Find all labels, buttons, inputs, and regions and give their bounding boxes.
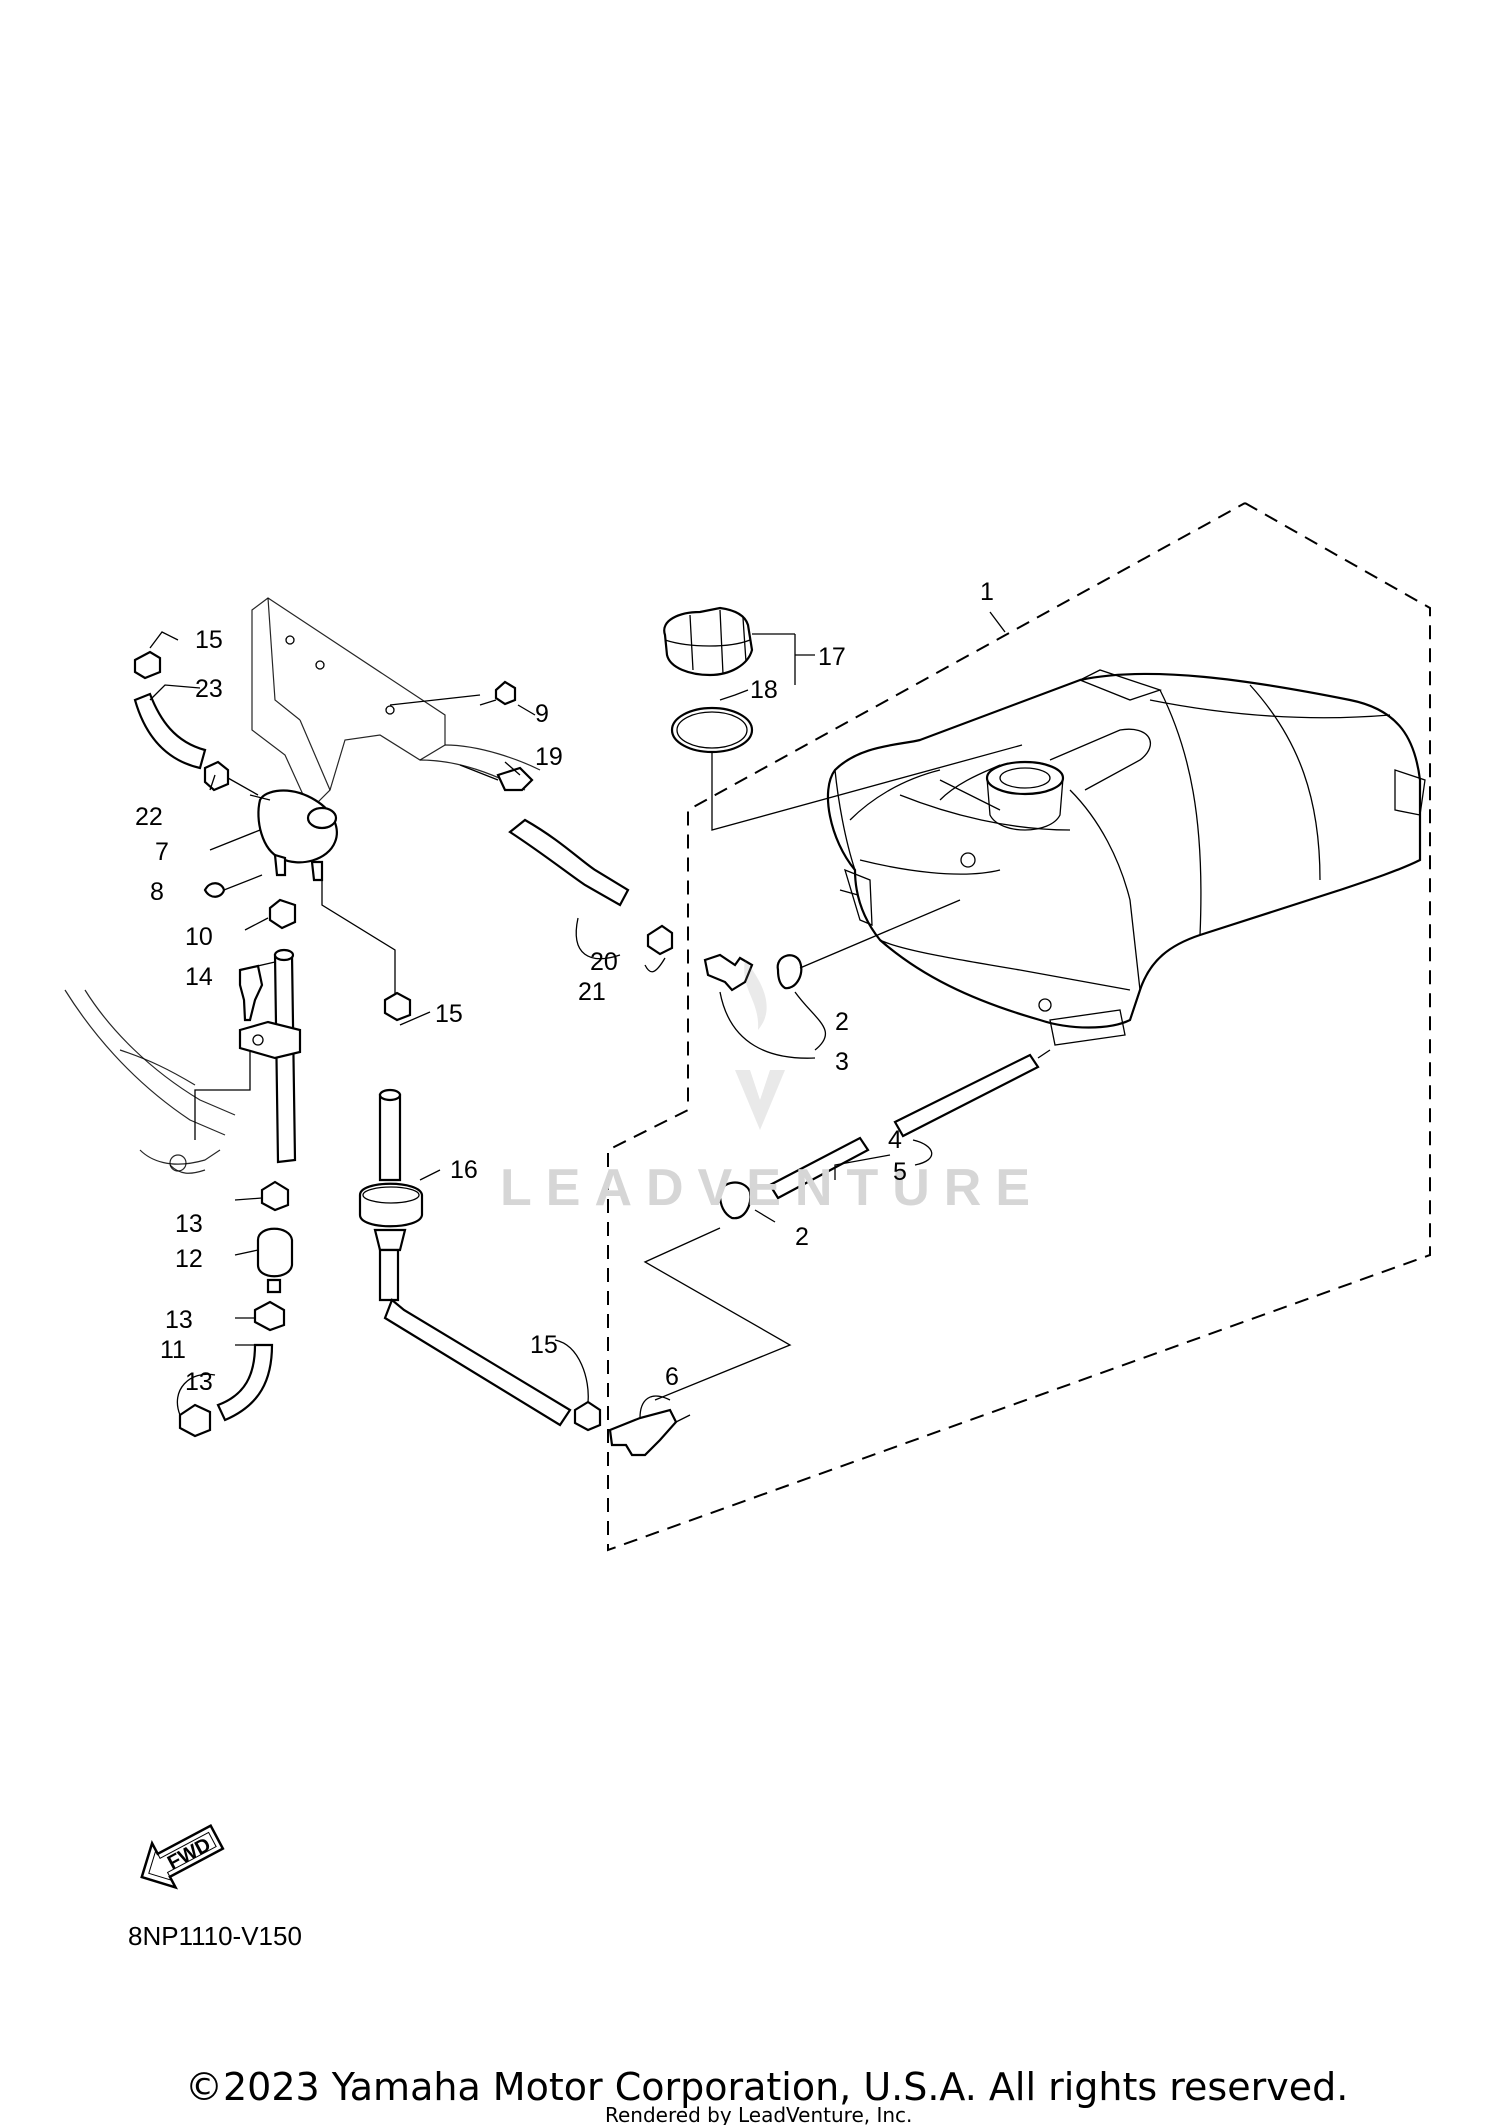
callout-12: 12 [175,1245,203,1273]
callouts: 1 17 18 15 23 9 19 22 7 8 10 14 20 21 2 … [135,578,994,1396]
frame-lower [64,989,236,1174]
callout-4: 4 [888,1126,902,1154]
callout-8: 8 [150,878,164,906]
clamp-22 [203,760,230,792]
pipe-5 [768,1136,870,1200]
fuel-tank [826,669,1426,1046]
hose-cap-15-low [573,1400,602,1432]
callout-15: 15 [530,1331,558,1359]
callout-13: 13 [165,1306,193,1334]
fwd-arrow-icon: FWD [140,1823,225,1890]
callout-20: 20 [590,948,618,976]
callout-9: 9 [535,700,549,728]
callout-11: 11 [160,1336,186,1364]
leader-lines [149,611,1006,1419]
fuel-cap [663,606,754,677]
callout-16: 16 [450,1156,478,1184]
callout-15: 15 [435,1000,463,1028]
hose-23 [133,692,207,770]
callout-1: 1 [980,578,994,606]
clamp-10 [268,898,297,930]
hose-cap-top [133,650,162,680]
callout-15: 15 [195,626,223,654]
callout-10: 10 [185,923,213,951]
clip-19 [496,766,534,792]
hose-11 [216,1343,274,1422]
vent-hose-20 [508,818,630,907]
hose-to-6 [383,1298,572,1427]
clamp-13-end [178,1403,212,1438]
callout-3: 3 [835,1048,849,1076]
nut-9 [494,680,517,706]
hose-16-upper [378,1093,402,1182]
clamp-bracket [238,1020,302,1060]
watermark-logo [735,960,785,1130]
fuel-filter-16 [358,1182,424,1252]
callout-14: 14 [185,963,213,991]
callout-2: 2 [835,1008,849,1036]
watermark: LEADVENTURE [500,1159,1044,1217]
clamp-13-upper [260,1180,290,1212]
fuel-filter-7 [249,789,338,882]
hose-16-lower [378,1248,400,1302]
hose-cap-15-mid [383,991,412,1022]
hose-14 [273,953,297,1164]
callout-6: 6 [665,1363,679,1391]
callout-13: 13 [185,1368,213,1396]
pipe-4 [893,1053,1040,1138]
clamp-13-lower [253,1300,286,1332]
callout-17: 17 [818,643,846,671]
o-ring [670,706,754,754]
bolt-bracket [238,964,264,1022]
rendered-by-notice: Rendered by LeadVenture, Inc. [605,2103,912,2125]
callout-22: 22 [135,803,163,831]
bolt-8 [203,882,226,898]
grommet-2-upper [776,954,803,990]
clamp-21 [646,924,674,956]
callout-19: 19 [535,743,563,771]
callout-23: 23 [195,675,223,703]
callout-18: 18 [750,676,778,704]
inline-filter-12 [256,1227,294,1294]
diagram-code: 8NP1110-V150 [128,1921,302,1951]
callout-2: 2 [795,1223,809,1251]
copyright-notice: ©2023 Yamaha Motor Corporation, U.S.A. A… [185,2065,1348,2109]
elbow-6 [608,1408,678,1457]
o-ring-inner [676,711,748,749]
grommet-2-lower [718,1181,752,1220]
tank-assembly-boundary [607,502,1431,1552]
elbow-3 [703,953,754,992]
callout-21: 21 [578,978,606,1006]
callout-13: 13 [175,1210,203,1238]
callout-5: 5 [893,1158,907,1186]
frame-bracket [251,597,541,812]
callout-7: 7 [155,838,169,866]
